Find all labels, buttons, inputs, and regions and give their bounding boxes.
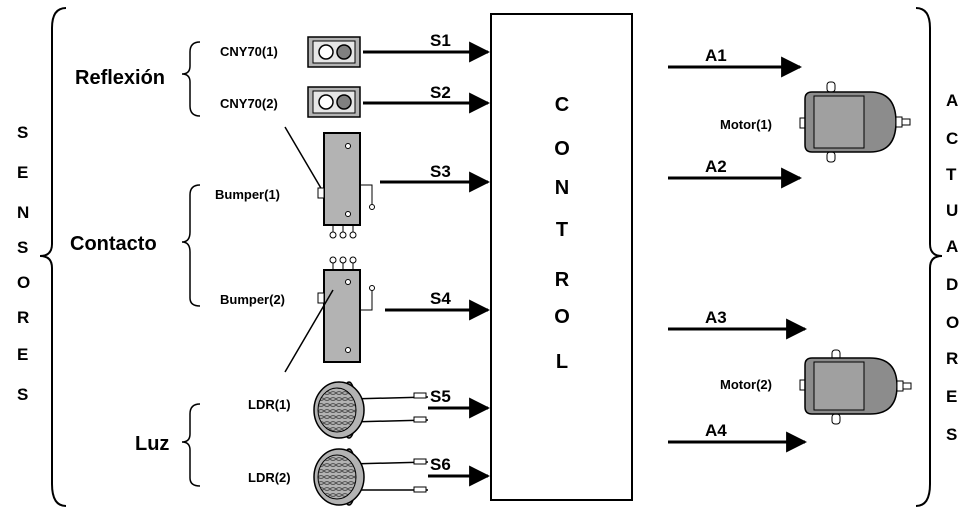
- signal-label-s1: S1: [430, 31, 451, 50]
- sensores-letter: E: [17, 345, 28, 364]
- sensor-label-bumper-2: Bumper(2): [220, 292, 285, 307]
- signal-label-s3: S3: [430, 162, 451, 181]
- group-label-reflexion: Reflexión: [75, 67, 165, 89]
- sensor-label-bumper-1: Bumper(1): [215, 187, 280, 202]
- actuadores-letter: U: [946, 201, 958, 220]
- control-block: [490, 13, 633, 501]
- sensor-label-cny70-1: CNY70(1): [220, 44, 278, 59]
- contacto-brace: [181, 184, 201, 307]
- sensor-label-ldr-2: LDR(2): [248, 470, 291, 485]
- control-label: C O N T R O L: [554, 94, 570, 373]
- motor-1-icon: [799, 81, 911, 163]
- actuadores-letter: E: [946, 387, 957, 406]
- bumper-1-switch-icon: [284, 126, 375, 239]
- actuadores-letter: C: [946, 129, 958, 148]
- output-label-a3: A3: [705, 308, 727, 327]
- sensor-label-ldr-1: LDR(1): [248, 397, 291, 412]
- control-letter: O: [554, 306, 570, 328]
- control-letter: R: [555, 269, 570, 291]
- control-letter: N: [555, 177, 569, 199]
- sensores-letter: S: [17, 123, 28, 142]
- sensores-letter: S: [17, 238, 28, 257]
- control-letter: L: [556, 351, 568, 373]
- actuadores-letter: R: [946, 349, 958, 368]
- sensor-label-cny70-2: CNY70(2): [220, 96, 278, 111]
- actuadores-letter: O: [946, 313, 959, 332]
- actuadores-letter: D: [946, 275, 958, 294]
- sensores-letter: O: [17, 273, 30, 292]
- ldr-2-sensor-icon: [313, 448, 429, 506]
- actuadores-letter: A: [946, 237, 958, 256]
- actuadores-title: A C T U A D O R E S: [946, 91, 959, 444]
- sensores-letter: E: [17, 163, 28, 182]
- signal-label-s5: S5: [430, 387, 451, 406]
- sensores-letter: N: [17, 203, 29, 222]
- signal-arrows: [363, 41, 491, 487]
- motor-label-2: Motor(2): [720, 377, 772, 392]
- actuadores-letter: A: [946, 91, 958, 110]
- cny70-1-sensor-icon: [307, 36, 361, 68]
- output-label-a4: A4: [705, 421, 727, 440]
- motor-label-1: Motor(1): [720, 117, 772, 132]
- signal-label-s4: S4: [430, 289, 451, 308]
- luz-brace: [181, 403, 201, 487]
- motor-2-icon: [799, 349, 912, 425]
- reflexion-brace: [181, 41, 201, 117]
- bumper-2-switch-icon: [284, 256, 375, 373]
- control-letter: O: [554, 138, 570, 160]
- actuadores-letter: S: [946, 425, 957, 444]
- cny70-2-sensor-icon: [307, 86, 361, 118]
- control-letter: C: [555, 94, 569, 116]
- output-label-a1: A1: [705, 46, 727, 65]
- output-arrows: [668, 56, 808, 453]
- sensores-letter: R: [17, 308, 29, 327]
- output-label-a2: A2: [705, 157, 727, 176]
- signal-label-s6: S6: [430, 455, 451, 474]
- group-label-contacto: Contacto: [70, 233, 157, 255]
- group-label-luz: Luz: [135, 433, 169, 455]
- ldr-1-sensor-icon: [313, 381, 429, 439]
- actuadores-brace: [915, 7, 943, 507]
- control-letter: T: [556, 219, 568, 241]
- sensores-letter: S: [17, 385, 28, 404]
- sensores-title: S E N S O R E S: [17, 123, 30, 404]
- sensores-brace: [39, 7, 67, 507]
- signal-label-s2: S2: [430, 83, 451, 102]
- actuadores-letter: T: [946, 165, 957, 184]
